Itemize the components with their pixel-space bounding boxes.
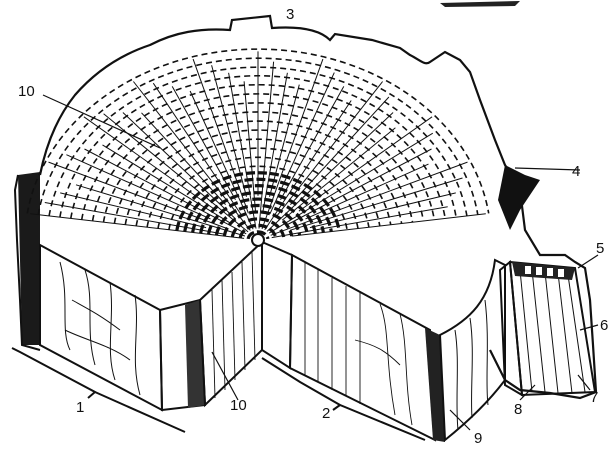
medullary-ray xyxy=(280,86,345,200)
front-left-grain xyxy=(59,261,141,396)
bark-dark-wedge xyxy=(498,165,540,230)
medullary-ray xyxy=(122,112,237,220)
bracket-2 xyxy=(261,357,426,441)
front-left-end-shade xyxy=(185,300,205,408)
medullary-ray xyxy=(305,163,429,220)
medullary-ray xyxy=(271,206,448,239)
bark-left-front xyxy=(18,172,40,345)
label-8: 8 xyxy=(514,401,522,418)
medullary-ray xyxy=(261,58,324,230)
medullary-rays xyxy=(30,51,486,239)
medullary-ray xyxy=(171,86,236,200)
medullary-ray xyxy=(290,96,390,205)
medullary-ray xyxy=(83,116,218,212)
medullary-ray xyxy=(269,84,300,197)
growth-ring xyxy=(206,197,310,235)
label-6: 6 xyxy=(600,317,608,334)
medullary-ray xyxy=(75,184,246,237)
medullary-ray xyxy=(269,72,335,215)
front-right-face xyxy=(288,253,437,442)
medullary-ray xyxy=(60,192,207,229)
leader-lines xyxy=(42,94,599,431)
medullary-ray xyxy=(262,72,288,213)
medullary-ray xyxy=(102,144,231,224)
bracket-1 xyxy=(11,347,186,433)
medullary-ray xyxy=(30,213,245,239)
front-right-end xyxy=(425,328,445,442)
medullary-ray xyxy=(264,100,352,231)
label-2: 2 xyxy=(322,405,330,422)
medullary-ray xyxy=(152,82,243,216)
medullary-ray xyxy=(270,161,468,236)
front-right-grain xyxy=(304,262,413,426)
medullary-ray xyxy=(276,81,383,217)
medullary-ray xyxy=(298,116,433,212)
label-4: 4 xyxy=(572,163,580,180)
cutout-notch xyxy=(261,240,294,370)
medullary-ray xyxy=(281,127,396,221)
label-10-bottom: 10 xyxy=(230,397,247,414)
medullary-ray xyxy=(258,61,275,229)
bark-left-edge xyxy=(13,174,41,351)
medullary-ray xyxy=(286,148,432,226)
front-left-face xyxy=(39,243,164,412)
growth-ring xyxy=(214,203,302,236)
label-7: 7 xyxy=(590,389,598,406)
pith xyxy=(251,233,265,247)
medullary-ray xyxy=(48,161,228,229)
medullary-ray xyxy=(133,81,251,231)
growth-ring xyxy=(246,230,270,240)
label-3: 3 xyxy=(286,6,294,23)
label-9: 9 xyxy=(474,430,482,447)
medullary-ray xyxy=(84,148,247,235)
medullary-ray xyxy=(228,72,257,229)
medullary-ray xyxy=(192,58,249,214)
medullary-ray xyxy=(189,90,254,230)
medullary-ray xyxy=(141,112,226,205)
medullary-ray xyxy=(211,65,247,197)
growth-ring xyxy=(175,171,341,231)
small-block-grain xyxy=(519,269,586,394)
label-1: 1 xyxy=(76,399,84,416)
inner-radial-grain xyxy=(211,251,256,399)
medullary-ray xyxy=(291,213,486,237)
medullary-ray xyxy=(44,202,225,235)
small-block-top-cells xyxy=(525,266,564,277)
growth-ring xyxy=(230,217,286,238)
label-10-top: 10 xyxy=(18,83,35,100)
print-smudge xyxy=(440,1,520,7)
growth-ring xyxy=(238,223,278,239)
medullary-ray xyxy=(289,177,463,231)
label-5: 5 xyxy=(596,240,604,257)
medullary-ray xyxy=(309,192,456,229)
medullary-ray xyxy=(266,112,394,232)
growth-ring xyxy=(222,210,294,237)
bark-right-grain xyxy=(454,299,489,431)
medullary-ray xyxy=(243,81,257,213)
medullary-ray xyxy=(66,154,211,220)
medullary-ray xyxy=(268,132,434,234)
growth-ring xyxy=(168,165,348,230)
